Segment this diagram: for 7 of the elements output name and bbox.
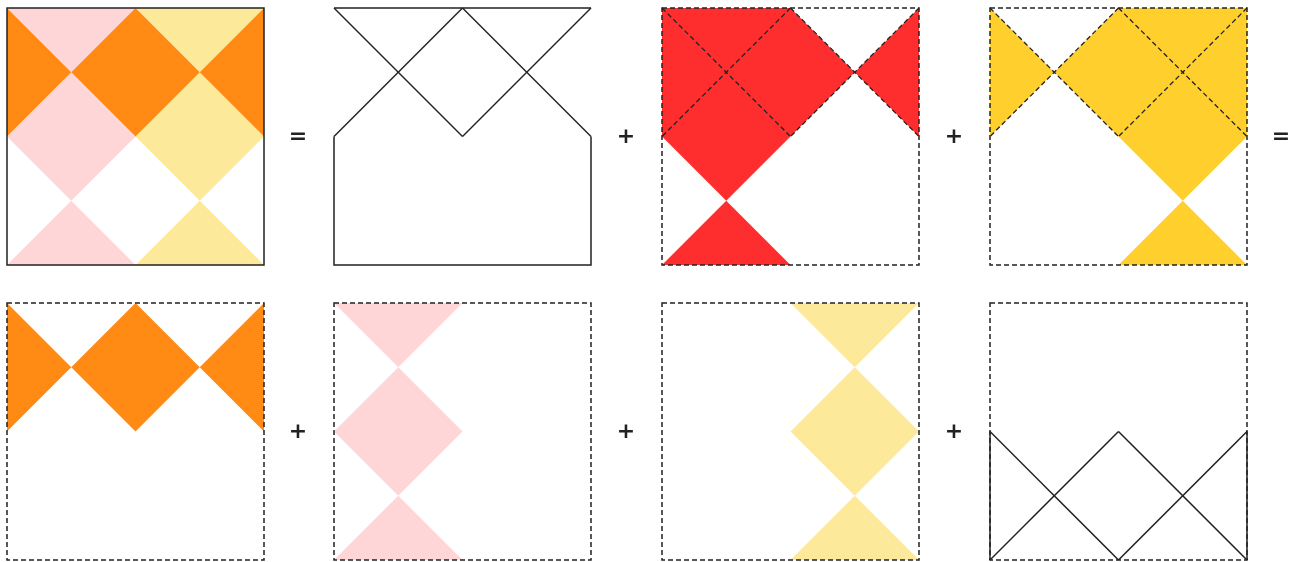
operator-sign: + — [616, 125, 636, 147]
operator-sign: + — [944, 420, 964, 442]
operator-sign: = — [1271, 125, 1291, 147]
operator-sign: + — [944, 125, 964, 147]
operator-sign: + — [616, 420, 636, 442]
operator-sign: + — [288, 420, 308, 442]
operator-sign: = — [288, 125, 308, 147]
